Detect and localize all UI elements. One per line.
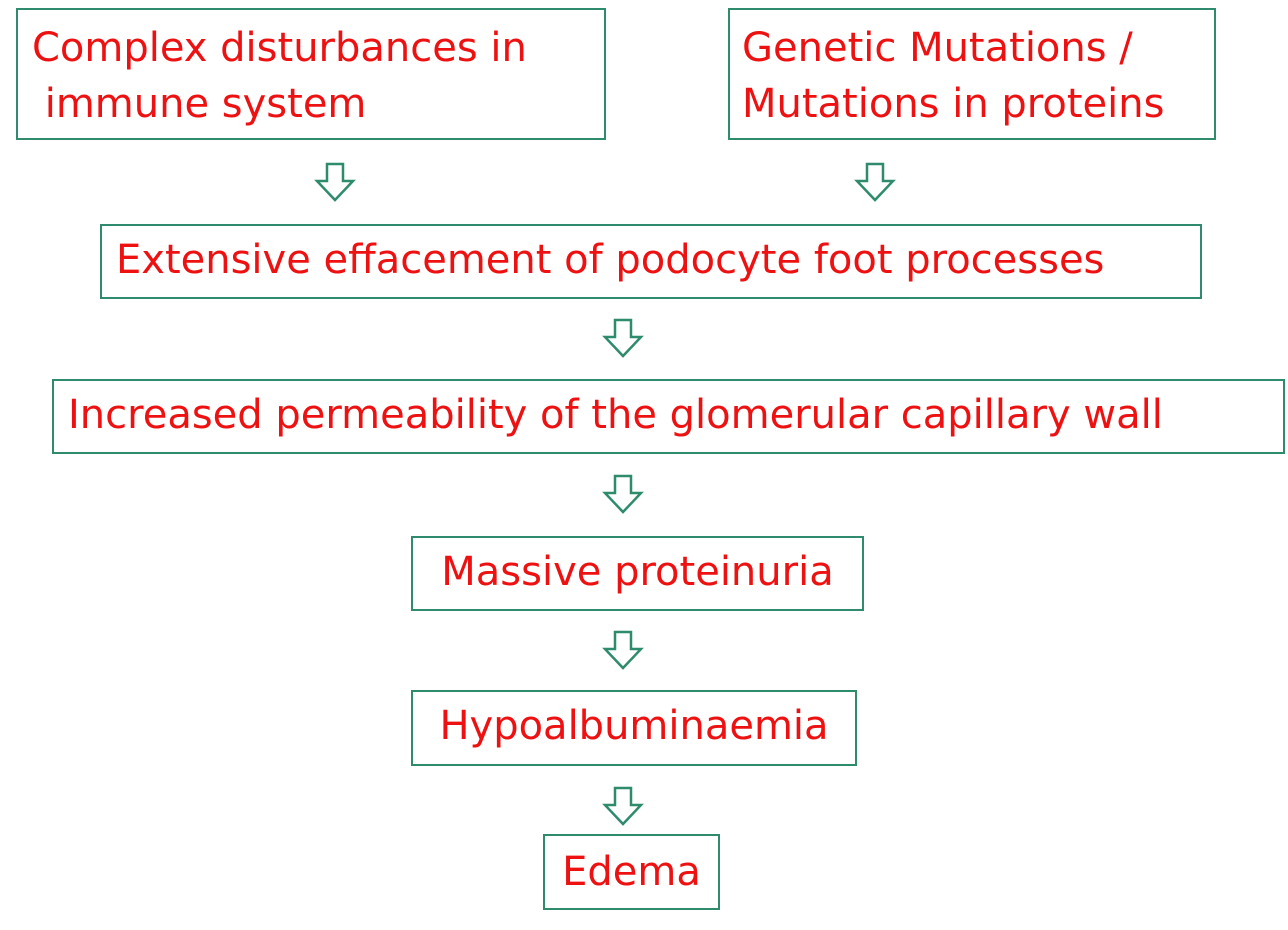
node-edema-text: Edema bbox=[562, 849, 701, 895]
node-genetic-mutations-line-2: Mutations in proteins bbox=[742, 81, 1165, 127]
hollow-down-arrow-icon bbox=[602, 318, 644, 358]
node-hypoalbuminaemia: Hypoalbuminaemia bbox=[411, 690, 857, 766]
node-genetic-mutations-line-1: Genetic Mutations / bbox=[742, 25, 1133, 71]
node-genetic-mutations: Genetic Mutations / Mutations in protein… bbox=[728, 8, 1216, 140]
node-massive-proteinuria: Massive proteinuria bbox=[411, 536, 864, 611]
hollow-down-arrow-icon bbox=[602, 786, 644, 826]
hollow-down-arrow-icon bbox=[602, 630, 644, 670]
node-podocyte-effacement: Extensive effacement of podocyte foot pr… bbox=[100, 224, 1202, 299]
node-capillary-permeability: Increased permeability of the glomerular… bbox=[52, 379, 1285, 454]
hollow-down-arrow-icon bbox=[854, 162, 896, 202]
hollow-down-arrow-icon bbox=[314, 162, 356, 202]
hollow-down-arrow-icon bbox=[602, 474, 644, 514]
node-immune-disturbances-line-2: immune system bbox=[32, 81, 367, 127]
node-immune-disturbances: Complex disturbances in immune system bbox=[16, 8, 606, 140]
node-podocyte-effacement-text: Extensive effacement of podocyte foot pr… bbox=[116, 237, 1105, 283]
node-hypoalbuminaemia-text: Hypoalbuminaemia bbox=[439, 703, 829, 749]
node-immune-disturbances-line-1: Complex disturbances in bbox=[32, 25, 527, 71]
node-capillary-permeability-text: Increased permeability of the glomerular… bbox=[68, 392, 1163, 438]
node-edema: Edema bbox=[543, 834, 720, 910]
node-massive-proteinuria-text: Massive proteinuria bbox=[441, 549, 834, 595]
